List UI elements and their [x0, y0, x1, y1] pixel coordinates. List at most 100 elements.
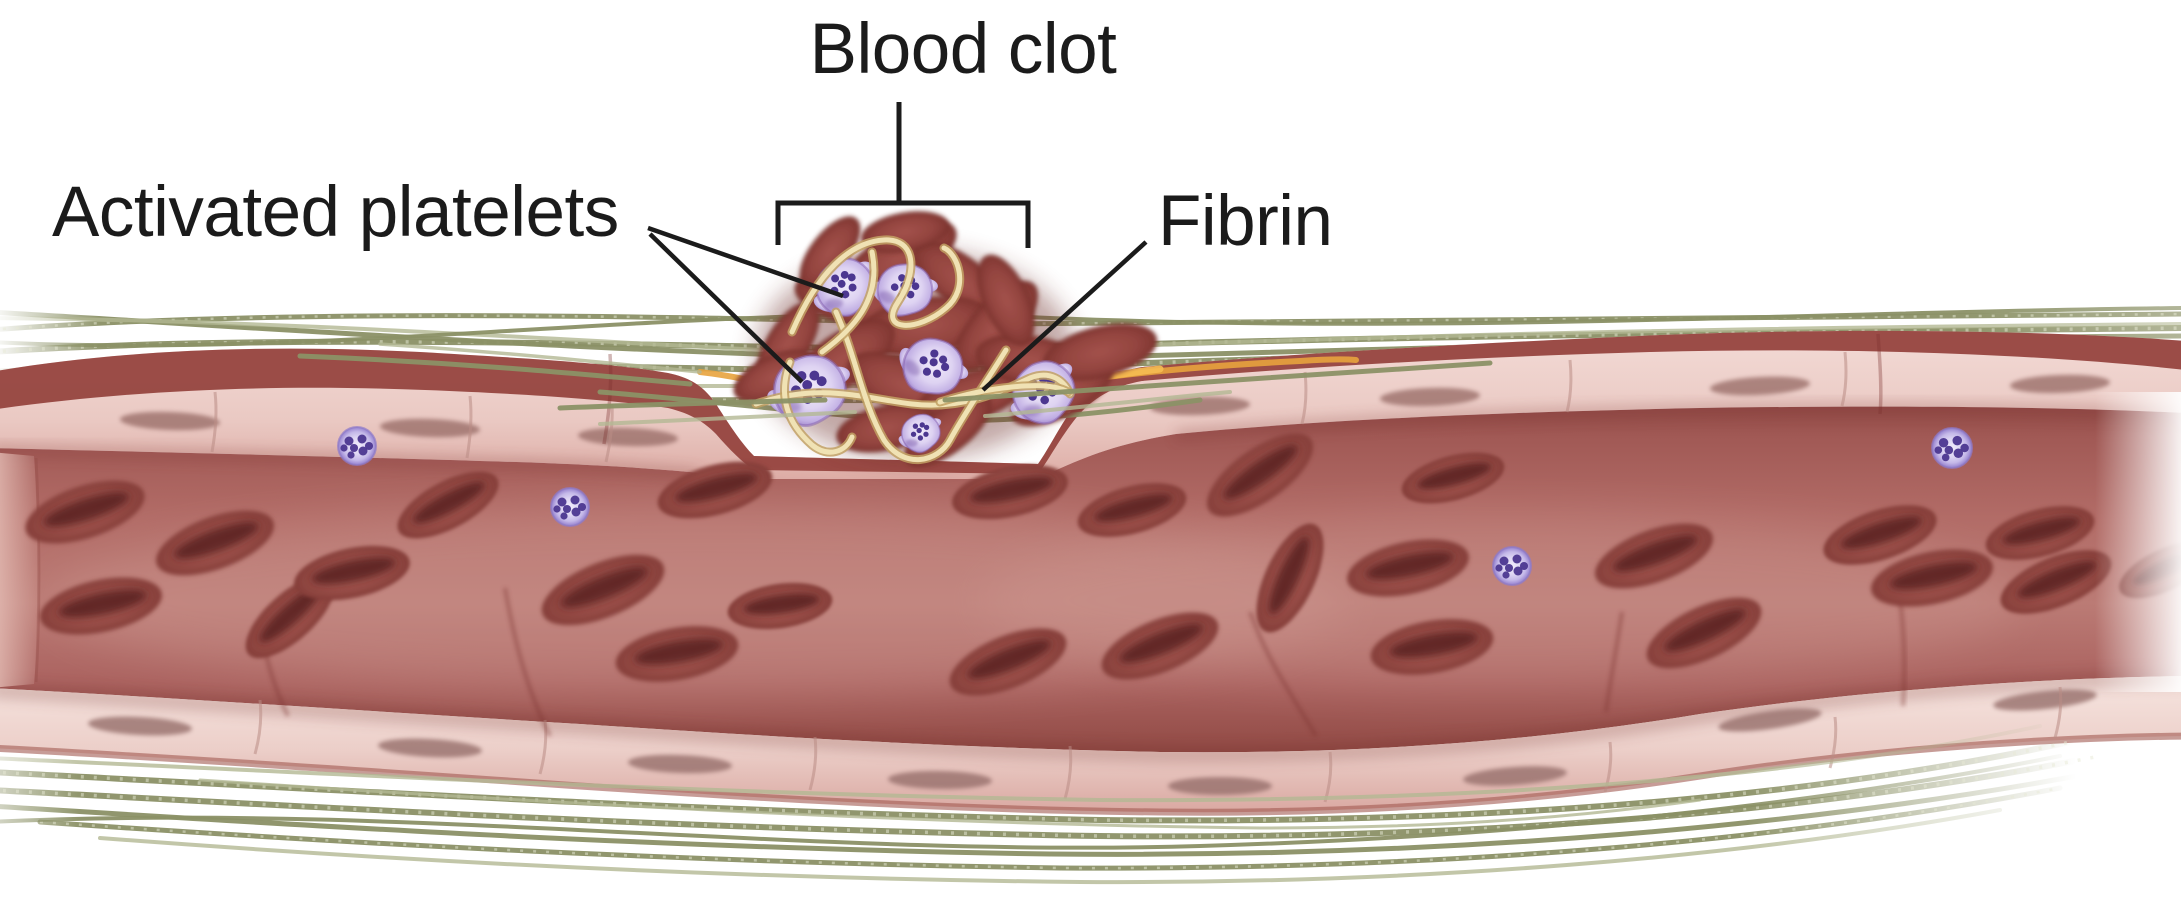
collagen-fiber [198, 778, 1702, 830]
collagen-fiber [0, 316, 762, 352]
red-blood-cell [1370, 619, 1494, 675]
fibrin-strand-highlight [753, 372, 1073, 408]
circulating-platelet [550, 487, 590, 527]
red-blood-cell [25, 480, 145, 544]
red-blood-cell [657, 461, 773, 519]
collagen-fiber [983, 390, 1232, 418]
collagen-fiber [378, 342, 702, 374]
endothelial-nucleus [1463, 766, 1567, 786]
fibrin-strand-highlight [937, 383, 1071, 405]
red-blood-cell [2000, 550, 2112, 614]
endothelial-nucleus [380, 418, 480, 438]
cell-seam [210, 391, 218, 453]
collagen-fiber [942, 360, 1493, 403]
red-blood-cell [1595, 523, 1713, 589]
leader-line [648, 232, 804, 384]
red-blood-cell [1871, 549, 1993, 607]
red-blood-cell [40, 577, 162, 635]
right-edge-fade [2095, 392, 2181, 692]
endothelial-nucleus [1993, 689, 2097, 711]
collagen-fiber [557, 397, 828, 411]
cell-seam [253, 699, 263, 755]
fibrin-strand-highlight [819, 249, 877, 355]
collagen-fiber [1118, 322, 2181, 348]
cell-seam [808, 736, 818, 791]
circulating-platelet [337, 426, 377, 466]
collagen-fibers-front [297, 342, 1493, 426]
cell-seam [1565, 359, 1573, 413]
cell-seam [1840, 351, 1848, 407]
collagen-fiber [0, 753, 2103, 840]
red-blood-cell [1101, 612, 1219, 680]
endothelial-nucleus [2010, 374, 2110, 394]
red-blood-cell [1401, 452, 1505, 504]
red-blood-cell [541, 554, 665, 626]
collagen-fiber [98, 808, 2002, 885]
lumen-highlight [980, 515, 2020, 685]
collagen-fiber-texture [0, 740, 2071, 823]
vessel-left-cap [0, 452, 39, 688]
endothelial-nucleus [1718, 708, 1822, 732]
red-blood-cell [1985, 506, 2095, 560]
vessel-wall-bottom [0, 676, 2181, 813]
endothelial-nucleus [378, 738, 482, 758]
collagen-fiber [297, 353, 693, 387]
endothelial-nucleus [120, 411, 220, 431]
leader-line [647, 225, 844, 299]
collagen-fiber [37, 785, 2063, 871]
vessel-left-cap-seam [34, 457, 41, 683]
wall-seam [1876, 333, 1883, 415]
endothelial-cell-seams [210, 351, 2063, 803]
lumen-crack [1604, 611, 1624, 713]
cell-seam [465, 395, 473, 459]
collagen-fiber [0, 765, 2123, 857]
fibrin-strand-highlight [789, 237, 963, 335]
collagen-fiber [598, 410, 857, 426]
endothelial-nucleus [628, 754, 732, 774]
endothelial-nucleus [578, 427, 678, 447]
red-blood-cell [156, 510, 274, 576]
lumen-bottom-shadow [0, 671, 2181, 762]
endothelial-nucleus [1168, 777, 1272, 795]
red-blood-cell [727, 582, 833, 630]
collagen-fiber [0, 724, 2042, 803]
endothelial-nucleus [88, 716, 192, 736]
lumen-top-shadow-left [0, 445, 701, 480]
endothelial-nucleus [888, 770, 992, 790]
red-blood-cell [1256, 523, 1324, 633]
red-blood-cell [294, 545, 410, 601]
label-fibrin: Fibrin [1158, 182, 1333, 261]
endothelial-nuclei [88, 374, 2110, 795]
cell-seam [2053, 686, 2063, 739]
red-blood-cell [1077, 483, 1187, 537]
label-blood-clot: Blood clot [810, 10, 1118, 89]
blood-clot-bracket [775, 200, 1031, 248]
lumen-crack [1248, 611, 1318, 738]
collagen-fiber [0, 754, 2062, 850]
lumen-top-shadow-right [1175, 403, 2181, 441]
endothelial-nucleus [1710, 376, 1810, 396]
red-blood-cell [1823, 505, 1937, 565]
red-blood-cell [397, 471, 499, 539]
leader-lines [647, 225, 1148, 392]
cell-seam [1063, 745, 1073, 800]
circulating-platelet [1492, 546, 1532, 586]
fibrin-strand-highlight [781, 359, 855, 455]
red-blood-cell [949, 628, 1067, 696]
cell-seam [1603, 741, 1613, 793]
red-blood-cell [952, 464, 1068, 520]
endothelial-nucleus [1380, 387, 1480, 407]
collagen-fibers-bottom [0, 724, 2123, 885]
label-activated-platelets: Activated platelets [52, 173, 619, 252]
red-blood-cell [1646, 597, 1762, 669]
activated-platelet [898, 413, 942, 454]
activated-platelet [899, 337, 969, 395]
annotations: Blood clot Activated platelets Fibrin [52, 10, 1333, 392]
clot-red-blood-cell [976, 254, 1036, 346]
lumen-crack [503, 587, 552, 737]
leader-line [981, 240, 1148, 392]
circulating-platelet [1931, 427, 1973, 469]
red-blood-cell [1347, 539, 1469, 597]
